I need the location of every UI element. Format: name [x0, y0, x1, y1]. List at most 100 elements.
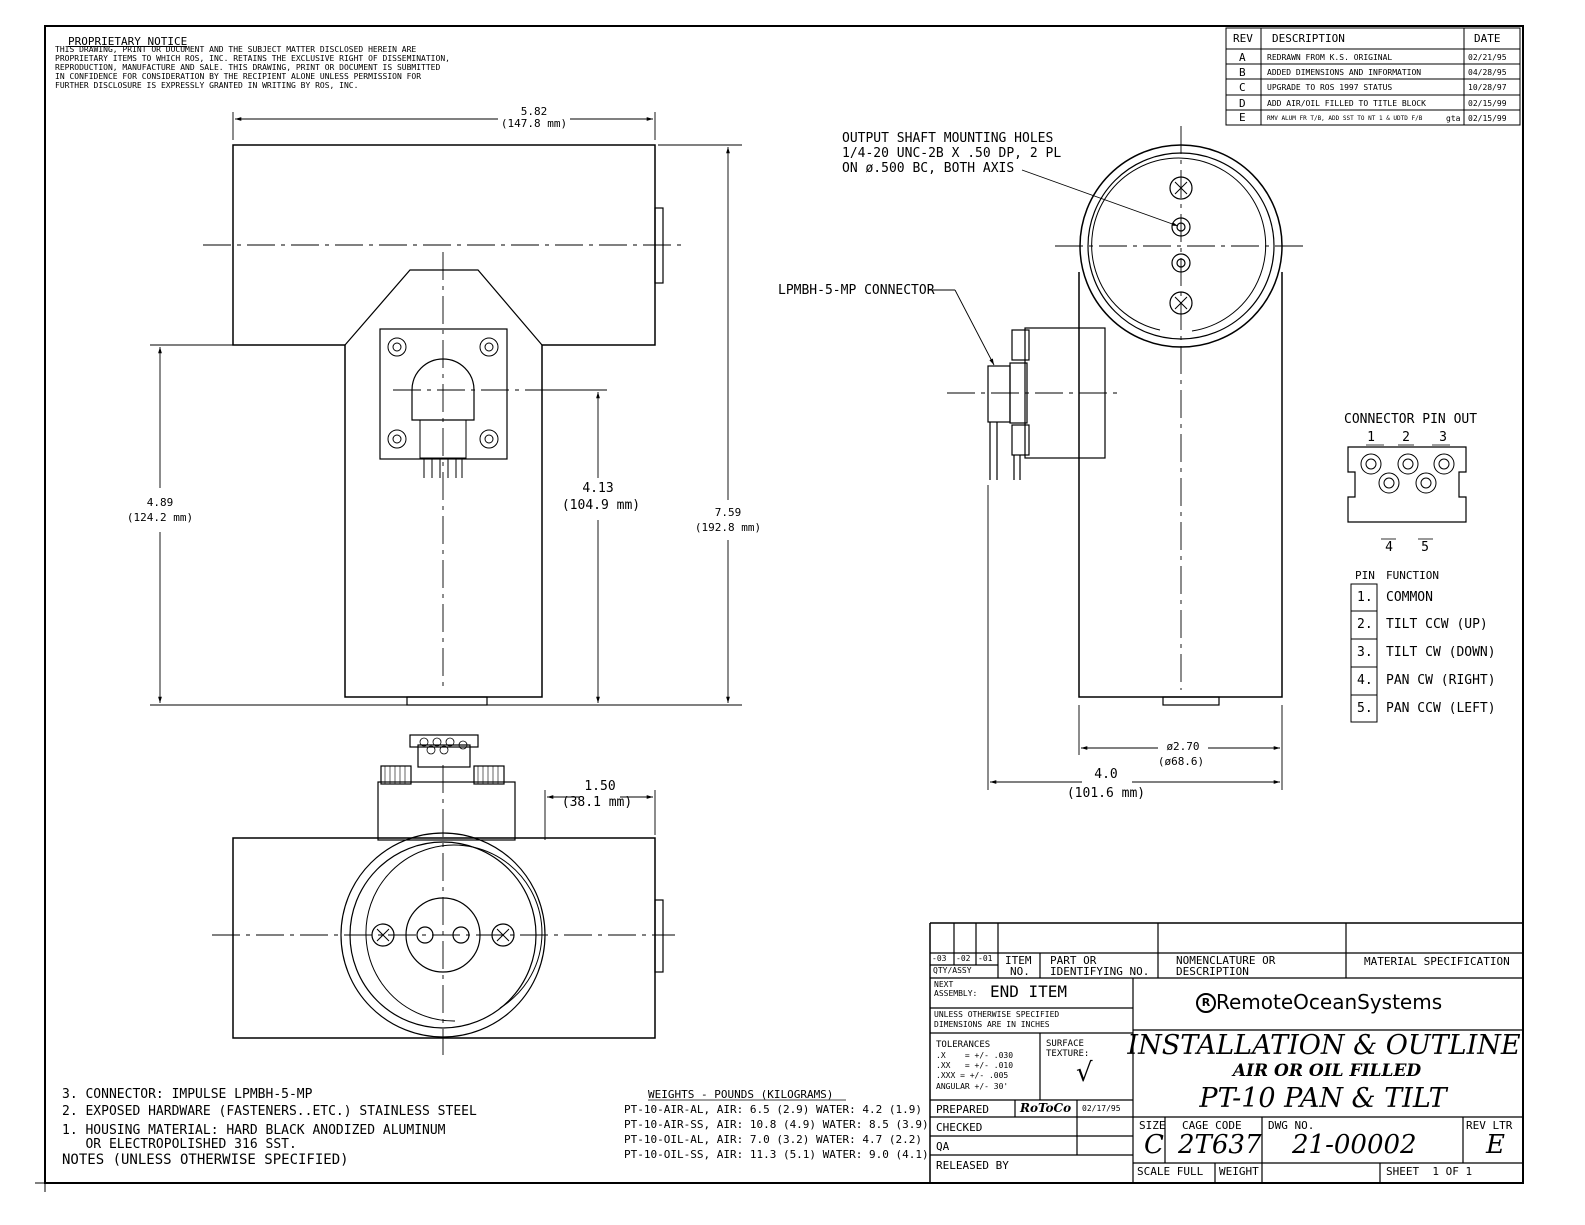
pin-number: 5.	[1357, 701, 1373, 716]
rev-ltr-value: E	[1486, 1130, 1505, 1160]
tolerances-line: .XXX = +/- .005	[936, 1071, 1009, 1080]
dwg-no-label: DWG NO.	[1268, 1119, 1315, 1132]
revision-date: 10/28/97	[1468, 83, 1507, 92]
company-logo-icon: R	[1196, 993, 1216, 1013]
revision-date: 04/28/95	[1468, 68, 1507, 77]
weights-row: PT-10-OIL-AL, AIR: 7.0 (3.2) WATER: 4.7 …	[624, 1133, 923, 1146]
tolerances-line: TOLERANCES	[936, 1040, 991, 1050]
surface-texture-label: TEXTURE:	[1046, 1049, 1090, 1059]
pin-function: COMMON	[1386, 590, 1433, 605]
dim-side-width: 4.0	[1094, 767, 1118, 782]
qty-col-01: -01	[978, 954, 993, 963]
weights-title: WEIGHTS - POUNDS (KILOGRAMS)	[648, 1088, 834, 1101]
note-item: 2. EXPOSED HARDWARE (FASTENERS..ETC.) ST…	[62, 1104, 477, 1119]
nomenclature-label: DESCRIPTION	[1176, 965, 1249, 978]
revision-description: REDRAWN FROM K.S. ORIGINAL	[1267, 53, 1393, 62]
dim-height-total-mm: (192.8 mm)	[694, 521, 762, 534]
pin-function: TILT CCW (UP)	[1386, 617, 1488, 632]
dim-side-width-mm: (101.6 mm)	[1066, 786, 1146, 801]
dim-top-width-mm: (147.8 mm)	[500, 117, 568, 130]
proprietary-notice-line: THIS DRAWING, PRINT OR DOCUMENT AND THE …	[55, 45, 417, 54]
next-assembly-value: END ITEM	[990, 982, 1068, 1001]
weights-row: PT-10-AIR-AL, AIR: 6.5 (2.9) WATER: 4.2 …	[624, 1103, 923, 1116]
proprietary-notice-line: IN CONFIDENCE FOR CONSIDERATION BY THE R…	[55, 72, 422, 81]
notes-title: NOTES (UNLESS OTHERWISE SPECIFIED)	[62, 1152, 349, 1168]
surface-texture-label: SURFACE	[1046, 1039, 1084, 1049]
drawing-title-line2: AIR OR OIL FILLED	[1232, 1061, 1422, 1081]
pinout-title: CONNECTOR PIN OUT	[1344, 412, 1478, 427]
scale-label: SCALE FULL	[1137, 1165, 1204, 1178]
side-view	[928, 126, 1305, 790]
surface-texture-symbol: √	[1076, 1058, 1093, 1088]
revision-description: UPGRADE TO ROS 1997 STATUS	[1267, 83, 1393, 92]
dim-height-lower: 4.89	[146, 496, 174, 509]
sheet-border	[44, 25, 1524, 1184]
item-no-label: ITEM	[1005, 954, 1032, 967]
revision-rev: C	[1239, 81, 1246, 94]
revision-rev: E	[1239, 111, 1246, 124]
weights-row: PT-10-AIR-SS, AIR: 10.8 (4.9) WATER: 8.5…	[624, 1118, 929, 1131]
qty-assy-label: QTY/ASSY	[933, 966, 972, 975]
pin-function: PAN CCW (LEFT)	[1386, 701, 1496, 716]
bottom-view	[212, 734, 675, 1055]
connector-pinout-figure	[1347, 444, 1467, 723]
title-block-lines	[929, 922, 1523, 1183]
revision-description: ADD AIR/OIL FILLED TO TITLE BLOCK	[1267, 99, 1426, 108]
note-item: 3. CONNECTOR: IMPULSE LPMBH-5-MP	[62, 1087, 313, 1102]
prepared-date: 02/17/95	[1082, 1104, 1121, 1113]
pin-number-bottom: 5	[1421, 540, 1429, 555]
note-item: OR ELECTROPOLISHED 316 SST.	[62, 1137, 297, 1152]
revision-header-description: DESCRIPTION	[1272, 32, 1345, 45]
connector-callout: LPMBH-5-MP CONNECTOR	[778, 283, 935, 298]
pinout-header-pin: PIN	[1355, 569, 1375, 582]
unless-specified: DIMENSIONS ARE IN INCHES	[934, 1020, 1050, 1029]
dwg-no-value: 21-00002	[1292, 1130, 1417, 1160]
part-label: PART OR	[1050, 954, 1097, 967]
revision-rev: B	[1239, 66, 1246, 79]
revision-header-rev: REV	[1233, 32, 1253, 45]
company-name: RemoteOceanSystems	[1216, 990, 1443, 1014]
prepared-by: RoToCo	[1020, 1101, 1072, 1115]
revision-date: 02/21/95	[1468, 53, 1507, 62]
weights-row: PT-10-OIL-SS, AIR: 11.3 (5.1) WATER: 9.0…	[624, 1148, 929, 1161]
next-assembly-label: ASSEMBLY:	[934, 989, 978, 998]
proprietary-notice-line: PROPRIETARY ITEMS TO WHICH ROS, INC. RET…	[55, 54, 450, 63]
dim-height-mid-mm: (104.9 mm)	[561, 498, 641, 513]
prepared-label: PREPARED	[936, 1103, 989, 1116]
next-assembly-label: NEXT	[934, 980, 954, 989]
tolerances-line: ANGULAR +/- 30'	[936, 1082, 1009, 1091]
unless-specified: UNLESS OTHERWISE SPECIFIED	[934, 1010, 1060, 1019]
cage-code-label: CAGE CODE	[1182, 1119, 1242, 1132]
dim-side-diameter: ø2.70	[1166, 740, 1200, 753]
dim-height-mid: 4.13	[582, 481, 614, 496]
pinout-header-function: FUNCTION	[1386, 569, 1439, 582]
revision-date: 02/15/99	[1468, 99, 1507, 108]
part-label: IDENTIFYING NO.	[1050, 965, 1150, 978]
tolerances-line: .XX = +/- .010	[936, 1061, 1014, 1070]
revision-rev: A	[1239, 51, 1246, 64]
drawing-title-line3: PT-10 PAN & TILT	[1199, 1083, 1447, 1114]
size-label: SIZE	[1139, 1119, 1166, 1132]
qty-col-03: -03	[932, 954, 947, 963]
proprietary-notice-heading: PROPRIETARY NOTICE	[68, 35, 188, 48]
qty-col-02: -02	[956, 954, 971, 963]
rev-ltr-label: REV LTR	[1466, 1119, 1513, 1132]
dim-bottom-offset: 1.50	[584, 779, 616, 794]
pin-number-top: 3	[1439, 430, 1447, 445]
sheet-label: SHEET 1 OF 1	[1386, 1165, 1473, 1178]
drawing-title-line1: INSTALLATION & OUTLINE	[1127, 1030, 1521, 1061]
dim-height-lower-mm: (124.2 mm)	[126, 511, 194, 524]
released-label: RELEASED BY	[936, 1159, 1009, 1172]
dim-height-total: 7.59	[714, 506, 742, 519]
cage-code-value: 2T637	[1178, 1130, 1262, 1160]
material-spec-label: MATERIAL SPECIFICATION	[1364, 955, 1510, 968]
pin-function: TILT CW (DOWN)	[1386, 645, 1496, 660]
revision-date: 02/15/99	[1468, 114, 1507, 123]
revision-description: ADDED DIMENSIONS AND INFORMATION	[1267, 68, 1422, 77]
proprietary-notice-line: REPRODUCTION, MANUFACTURE AND SALE. THIS…	[55, 63, 441, 72]
pin-number-bottom: 4	[1385, 540, 1393, 555]
revision-header-date: DATE	[1474, 32, 1501, 45]
size-value: C	[1144, 1130, 1164, 1160]
